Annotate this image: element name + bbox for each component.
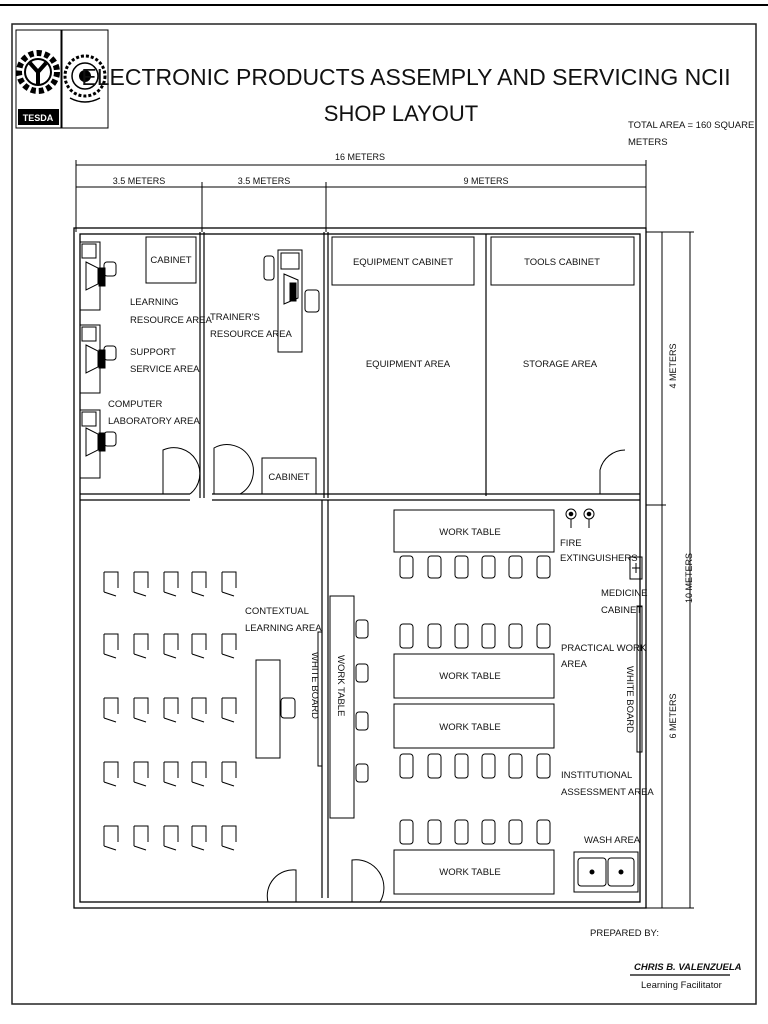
tools-cabinet-label: TOOLS CABINET bbox=[524, 257, 600, 268]
work-table-1 bbox=[393, 509, 555, 553]
work-table-2 bbox=[393, 653, 555, 699]
preparer-name: CHRIS B. VALENZUELA bbox=[634, 962, 742, 973]
interior-walls bbox=[80, 232, 640, 898]
classroom-chairs bbox=[103, 571, 237, 851]
equipment-area-label: EQUIPMENT AREA bbox=[366, 359, 451, 370]
work-table-3-label: WORK TABLE bbox=[439, 722, 500, 733]
medicine-cabinet-label-2: CABINET bbox=[601, 605, 642, 616]
teacher-desk bbox=[255, 659, 296, 759]
white-board-left bbox=[317, 631, 323, 767]
tesda-logo: TESDA bbox=[15, 29, 62, 129]
trainer-desk bbox=[263, 249, 320, 353]
total-area-text: TOTAL AREA = 160 SQUARE bbox=[628, 120, 754, 131]
learning-resource-label-1: LEARNING bbox=[130, 297, 179, 308]
practical-work-label-1: PRACTICAL WORK bbox=[561, 643, 647, 654]
fire-extinguishers-label-2: EXTINGUISHERS bbox=[560, 553, 638, 564]
computer-lab-label-2: LABORATORY AREA bbox=[108, 416, 200, 427]
work-table-3 bbox=[393, 703, 555, 749]
storage-area-label: STORAGE AREA bbox=[523, 359, 598, 370]
sink-icon bbox=[573, 851, 639, 893]
cabinet-top-label: CABINET bbox=[150, 255, 191, 266]
medicine-cabinet-label-1: MEDICINE bbox=[601, 588, 647, 599]
support-service-label-1: SUPPORT bbox=[130, 347, 176, 358]
dimension-lines-right bbox=[646, 231, 694, 909]
work-table-4 bbox=[393, 849, 555, 895]
dim-total-width: 16 METERS bbox=[335, 152, 385, 162]
fire-extinguishers-label-1: FIRE bbox=[560, 538, 582, 549]
preparer-role: Learning Facilitator bbox=[641, 980, 722, 991]
prepared-by-label: PREPARED BY: bbox=[590, 928, 659, 939]
cabinet-top-box bbox=[145, 236, 197, 284]
computer-lab-label-1: COMPUTER bbox=[108, 399, 163, 410]
institutional-label-1: INSTITUTIONAL bbox=[561, 770, 632, 781]
total-area-unit: METERS bbox=[628, 137, 668, 148]
layout-title: ELECTRONIC PRODUCTS ASSEMPLY AND SERVICI… bbox=[81, 64, 730, 90]
trainers-label-1: TRAINER'S bbox=[210, 312, 260, 323]
white-board-right-label: WHITE BOARD bbox=[624, 666, 635, 733]
support-service-label-2: SERVICE AREA bbox=[130, 364, 200, 375]
tesda-logo-text: TESDA bbox=[23, 113, 54, 123]
equipment-cabinet-box bbox=[331, 236, 475, 286]
tools-cabinet-box bbox=[490, 236, 635, 286]
contextual-label-1: CONTEXTUAL bbox=[245, 606, 309, 617]
institutional-label-2: ASSESSMENT AREA bbox=[561, 787, 654, 798]
door-swings bbox=[162, 444, 626, 903]
work-table-1-label: WORK TABLE bbox=[439, 527, 500, 538]
dimension-lines-top bbox=[75, 160, 647, 232]
layout-subtitle: SHOP LAYOUT bbox=[324, 101, 478, 126]
dim-lower-height: 6 METERS bbox=[668, 693, 678, 738]
work-table-chairs bbox=[399, 555, 551, 845]
outer-walls bbox=[73, 227, 647, 909]
work-table-4-label: WORK TABLE bbox=[439, 867, 500, 878]
work-table-2-label: WORK TABLE bbox=[439, 671, 500, 682]
equipment-cabinet-label: EQUIPMENT CABINET bbox=[353, 257, 453, 268]
cabinet-bottom-box bbox=[261, 457, 317, 495]
work-table-vertical-chairs bbox=[355, 619, 369, 783]
dim-upper-height: 4 METERS bbox=[668, 343, 678, 388]
trainers-label-2: RESOURCE AREA bbox=[210, 329, 292, 340]
contextual-label-2: LEARNING AREA bbox=[245, 623, 322, 634]
fire-extinguisher-icon bbox=[565, 508, 595, 528]
cabinet-bottom-label: CABINET bbox=[268, 472, 309, 483]
page-border bbox=[11, 23, 757, 1005]
white-board-left-label: WHITE BOARD bbox=[309, 652, 320, 719]
seal-logo bbox=[61, 29, 109, 129]
wash-area-label: WASH AREA bbox=[584, 835, 641, 846]
learning-resource-label-2: RESOURCE AREA bbox=[130, 315, 212, 326]
computer-desks bbox=[79, 241, 117, 479]
white-board-right bbox=[636, 605, 643, 753]
work-table-vertical-label: WORK TABLE bbox=[335, 655, 346, 716]
practical-work-label-2: AREA bbox=[561, 659, 588, 670]
dim-total-height: 10 METERS bbox=[684, 553, 694, 603]
dim-seg3: 9 METERS bbox=[463, 176, 508, 186]
work-table-vertical bbox=[329, 595, 355, 819]
dim-seg1: 3.5 METERS bbox=[113, 176, 166, 186]
dim-seg2: 3.5 METERS bbox=[238, 176, 291, 186]
medicine-cabinet-icon bbox=[629, 556, 643, 580]
